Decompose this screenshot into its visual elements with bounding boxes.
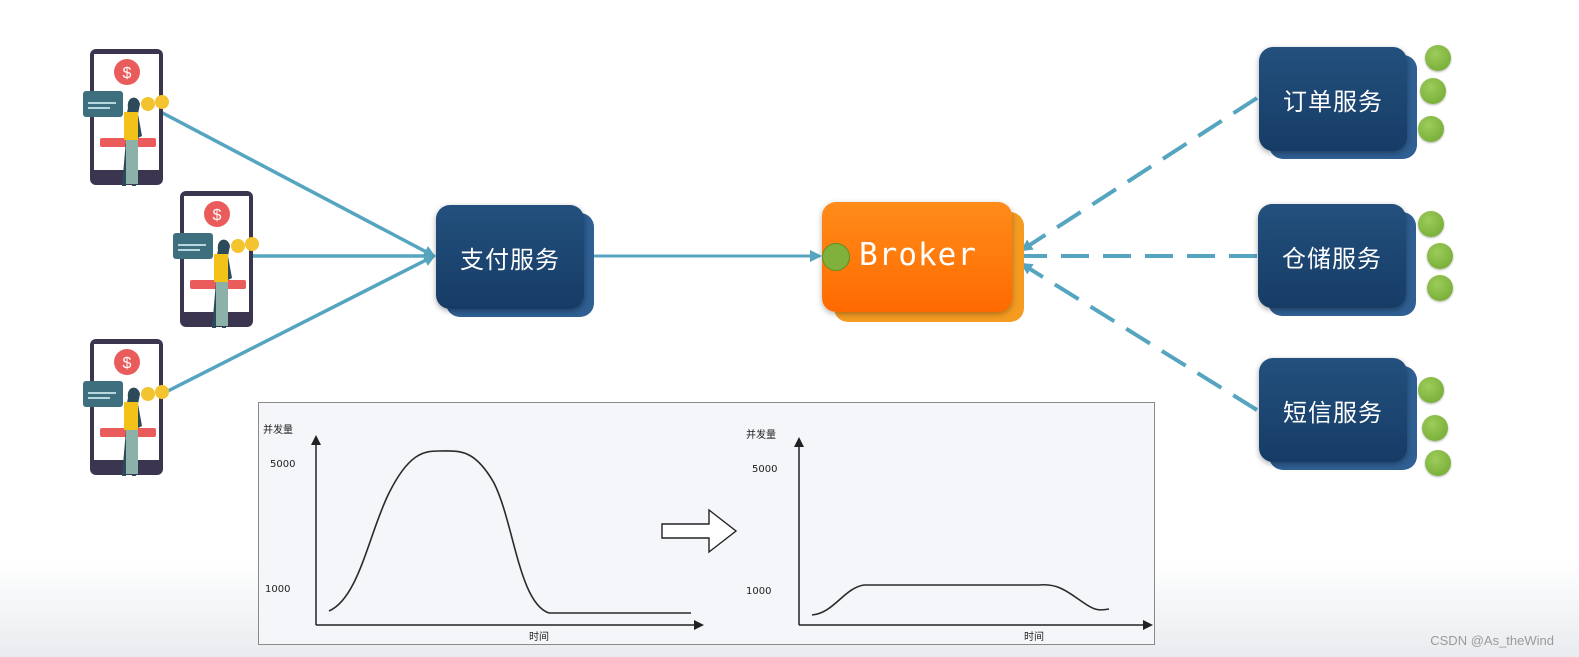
chart2-line bbox=[811, 583, 1110, 616]
chart2-ylabel: 并发量 bbox=[746, 428, 776, 441]
client1-arrow bbox=[156, 108, 436, 258]
broker-box: Broker bbox=[822, 202, 1024, 322]
storage-service-label: 仓储服务 bbox=[1258, 204, 1406, 308]
sms-service-box: 短信服务 bbox=[1259, 358, 1417, 470]
sms-service-dot bbox=[1425, 450, 1451, 476]
watermark: CSDN @As_theWind bbox=[1430, 633, 1554, 648]
chart1-ytick-1000: 1000 bbox=[265, 584, 290, 595]
svg-text:$: $ bbox=[213, 207, 222, 224]
storage-service-dot bbox=[1427, 243, 1453, 269]
dollar-icon bbox=[114, 59, 140, 85]
sms-dashed-arrow bbox=[1020, 262, 1259, 412]
pay-service-box: 支付服务 bbox=[436, 205, 594, 317]
order-service-dot bbox=[1418, 116, 1444, 142]
order-service-label: 订单服务 bbox=[1259, 47, 1407, 151]
svg-text:$: $ bbox=[123, 355, 132, 372]
order-dashed-arrow bbox=[1020, 96, 1259, 252]
chart1-ytick-5000: 5000 bbox=[270, 459, 295, 470]
broker-label: Broker bbox=[859, 237, 977, 273]
transform-arrow bbox=[661, 508, 738, 554]
concurrency-charts: 并发量 5000 1000 时间 并发量 5000 1000 时间 bbox=[263, 423, 1153, 643]
order-service-dot bbox=[1425, 45, 1451, 71]
dollar-icon bbox=[114, 349, 140, 375]
chart1-ylabel: 并发量 bbox=[263, 423, 293, 436]
storage-service-dot bbox=[1418, 211, 1444, 237]
client3-arrow bbox=[159, 254, 436, 397]
chart2-xlabel: 时间 bbox=[1024, 630, 1044, 643]
client-phone-2: $ bbox=[173, 191, 259, 328]
sms-service-dot bbox=[1422, 415, 1448, 441]
chart2-ytick-1000: 1000 bbox=[746, 586, 771, 597]
order-service-dot bbox=[1420, 78, 1446, 104]
dollar-icon bbox=[204, 201, 230, 227]
pay-service-label: 支付服务 bbox=[436, 205, 584, 309]
concurrency-chart-panel: 并发量 5000 1000 时间 并发量 5000 1000 时间 bbox=[258, 402, 1155, 645]
chart1-xlabel: 时间 bbox=[529, 630, 549, 643]
broker-port-dot bbox=[822, 243, 850, 271]
sms-service-label: 短信服务 bbox=[1259, 358, 1407, 462]
chart2-ytick-5000: 5000 bbox=[752, 464, 777, 475]
order-service-box: 订单服务 bbox=[1259, 47, 1417, 159]
sms-service-dot bbox=[1418, 377, 1444, 403]
svg-text:$: $ bbox=[123, 65, 132, 82]
storage-service-box: 仓储服务 bbox=[1258, 204, 1416, 316]
client-phone-1: $ bbox=[83, 49, 169, 186]
storage-service-dot bbox=[1427, 275, 1453, 301]
client-phone-3: $ bbox=[83, 339, 169, 476]
chart1-line bbox=[328, 450, 691, 614]
